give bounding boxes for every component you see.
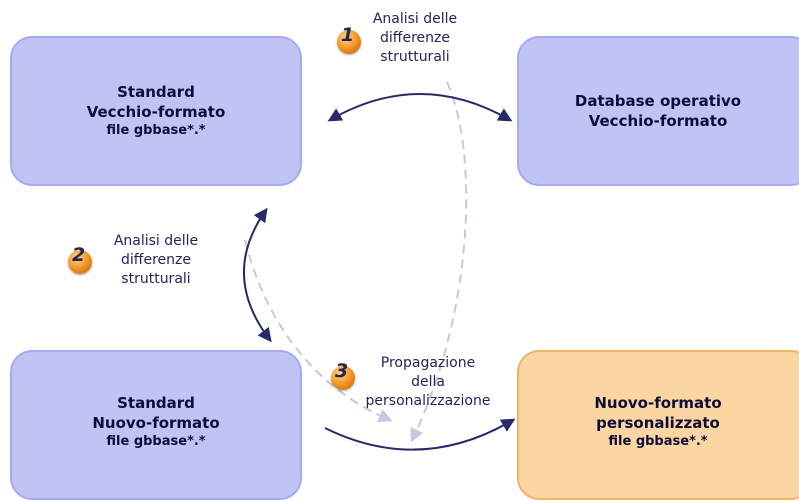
box-title: Standard [117,394,195,412]
label-line: differenze [380,30,450,46]
arrow-step2-compare [242,207,272,343]
box-title: Nuovo-formato [594,394,722,412]
label-line: strutturali [121,271,191,287]
box-file-pattern: file gbbase*.* [106,123,206,138]
box-file-pattern: file gbbase*.* [106,434,206,449]
step-1-badge-icon: 1 [337,24,361,54]
box-standard-old-format: Standard Vecchio-formato file gbbase*.* [10,36,302,186]
arrow-step1-compare [327,93,513,122]
step-number: 1 [341,24,355,46]
box-subtitle: Vecchio-formato [588,112,728,130]
box-file-pattern: file gbbase*.* [608,434,708,449]
label-line: della [411,374,445,390]
box-subtitle: Nuovo-formato [92,414,220,432]
arrow-step3-propagate [324,418,516,451]
step-3-badge-icon: 3 [331,360,355,390]
box-subtitle: Vecchio-formato [86,103,226,121]
box-title: Database operativo [574,92,742,110]
box-title: Standard [117,83,195,101]
label-line: personalizzazione [365,393,491,409]
box-custom-new-format: Nuovo-formato personalizzato file gbbase… [517,350,799,500]
label-line: differenze [121,252,191,268]
step-1-label: Analisi delle differenze strutturali [370,10,460,67]
step-2-badge-icon: 2 [68,244,92,274]
label-line: Propagazione [380,355,476,371]
step-2-label: Analisi delle differenze strutturali [110,232,202,289]
label-line: Analisi delle [113,233,199,249]
step-3-label: Propagazione della personalizzazione [348,354,508,411]
box-operational-database: Database operativo Vecchio-formato [517,36,799,186]
label-line: strutturali [380,49,450,65]
box-subtitle: personalizzato [596,414,720,432]
step-number: 3 [335,360,349,382]
box-standard-new-format: Standard Nuovo-formato file gbbase*.* [10,350,302,500]
step-number: 2 [72,244,86,266]
label-line: Analisi delle [372,11,458,27]
